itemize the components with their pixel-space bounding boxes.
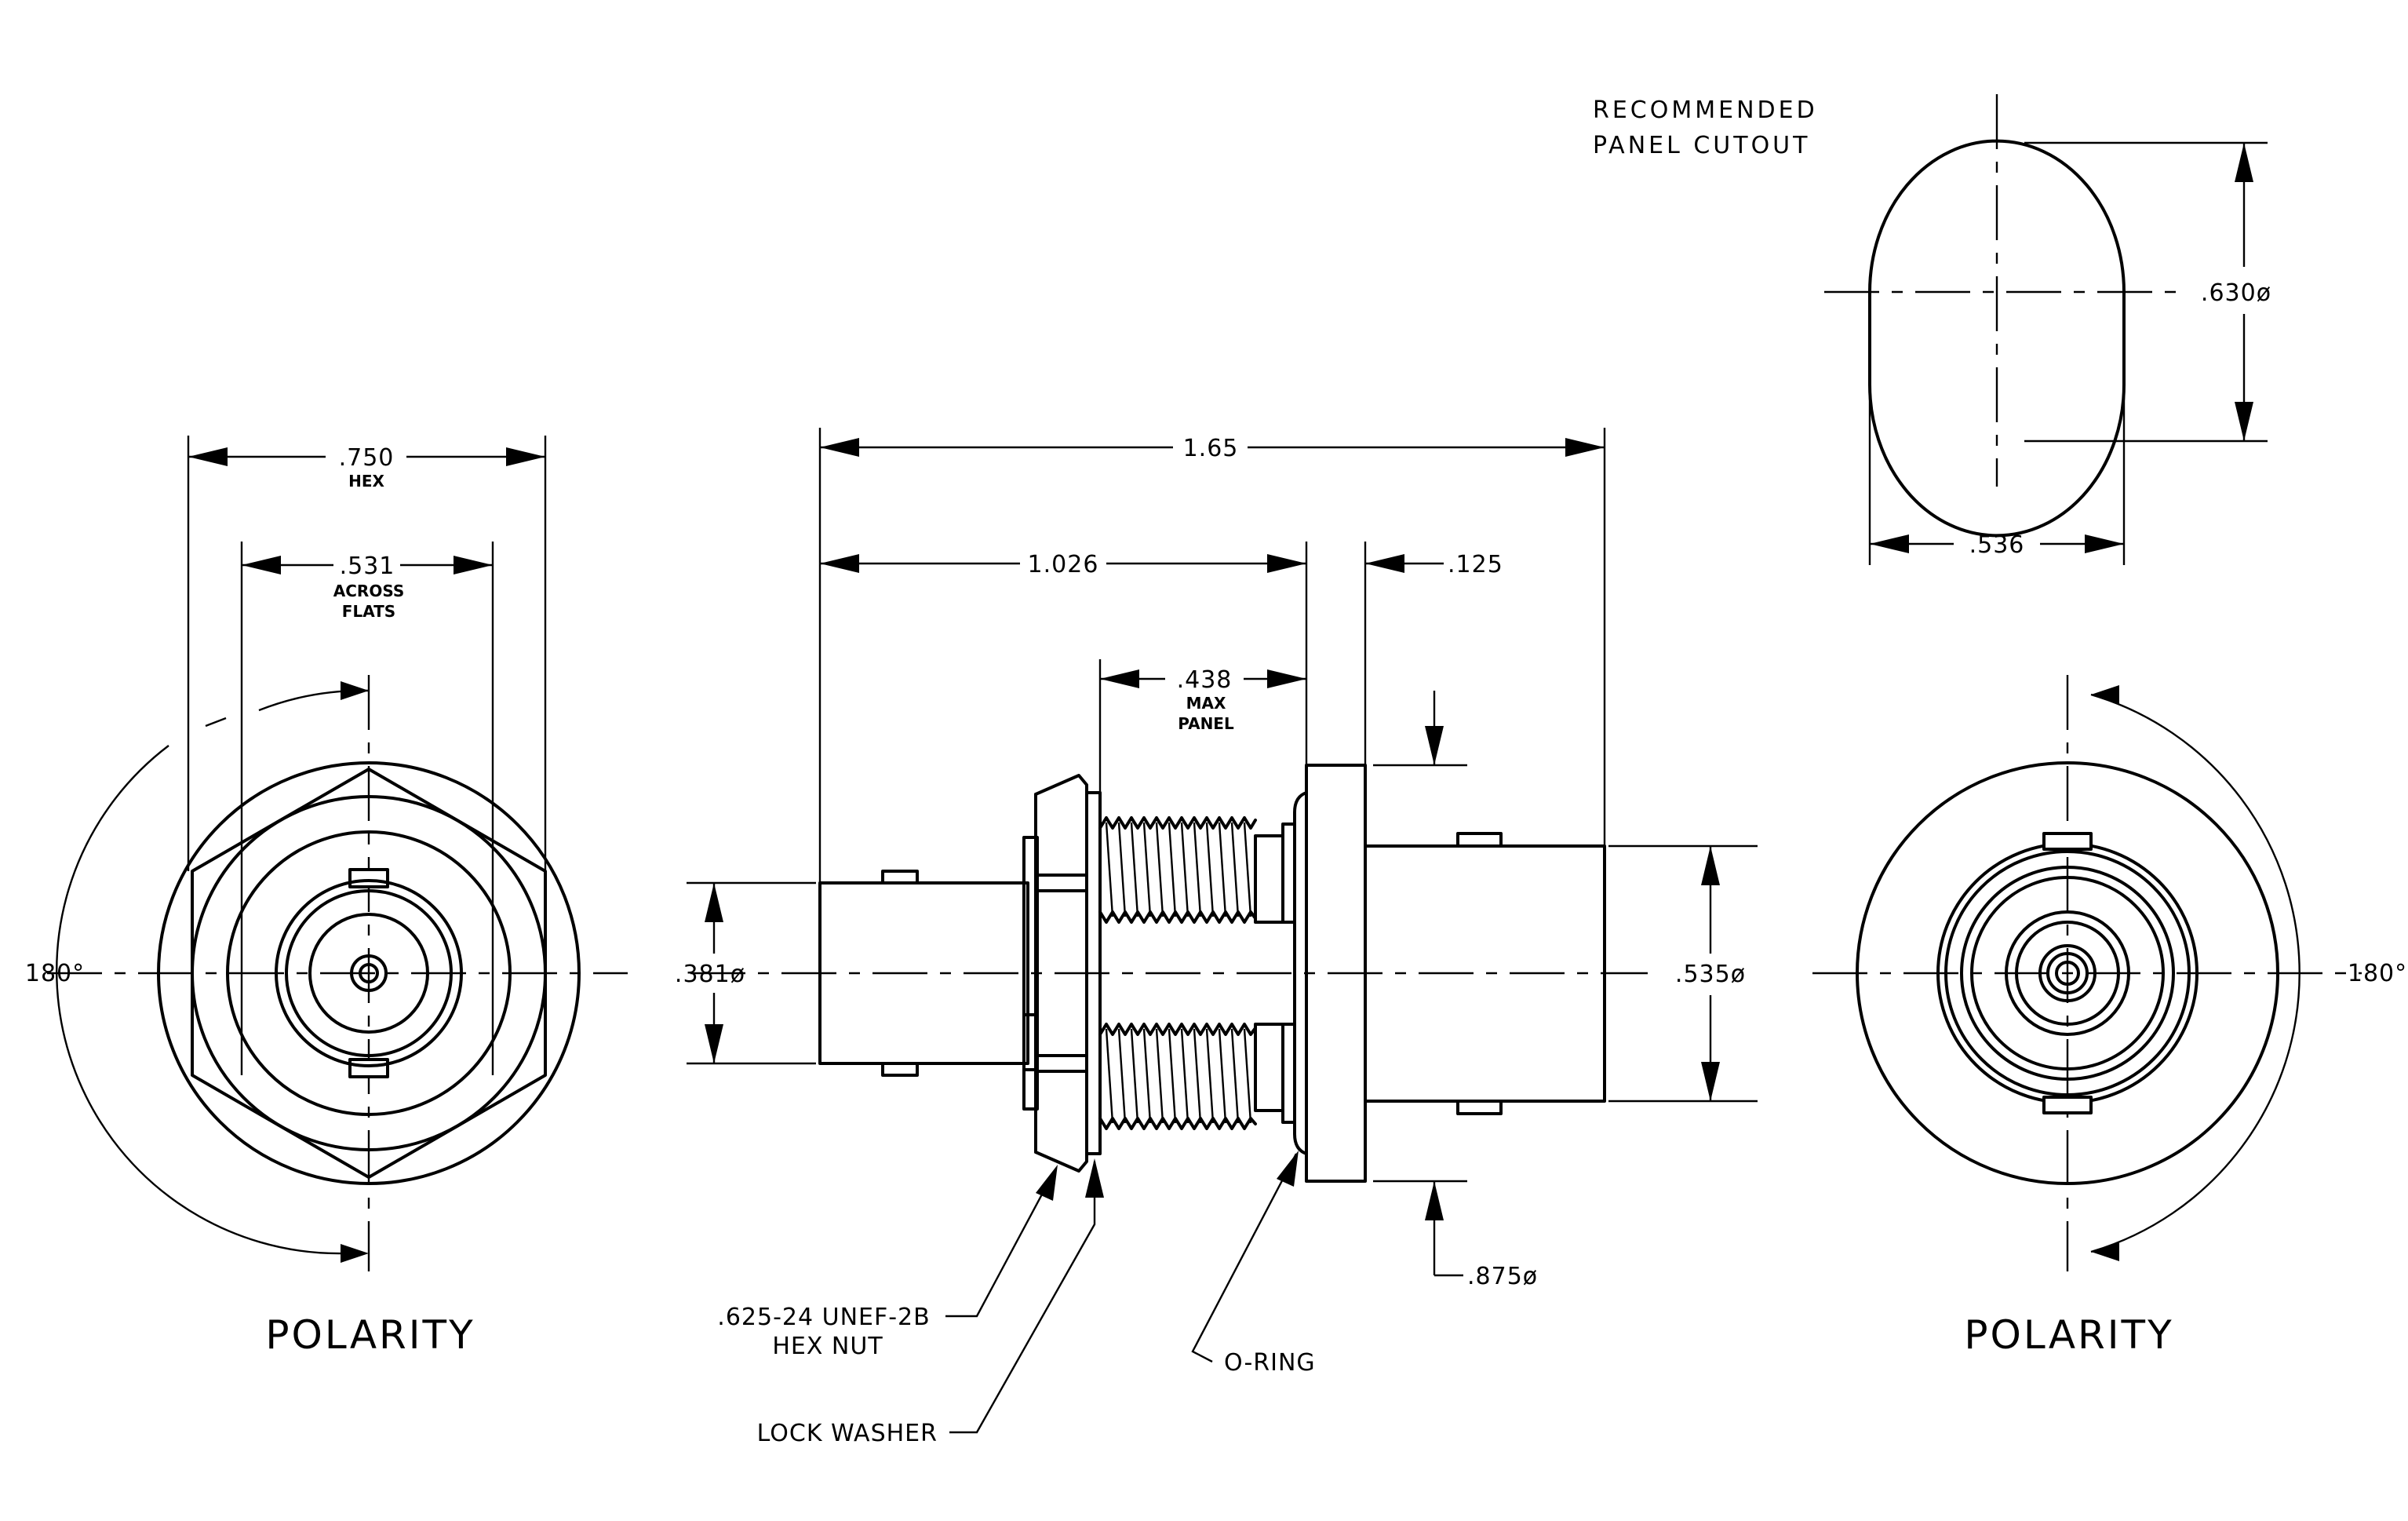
flats-note-line1: ACROSS: [333, 582, 404, 600]
panel-cutout-view: RECOMMENDED PANEL CUTOUT .630ø .536: [1593, 94, 2271, 565]
rear-diameter-dimension: .535ø: [1675, 961, 1746, 988]
lock-washer-callout: LOCK WASHER: [757, 1420, 938, 1447]
max-panel-dimension: .438: [1177, 666, 1233, 694]
hex-nut-callout-line2: HEX NUT: [772, 1333, 883, 1360]
cutout-title-line1: RECOMMENDED: [1593, 97, 1818, 124]
right-rear-view: 180° POLARITY: [1812, 675, 2407, 1358]
cutout-height-dimension: .630ø: [2201, 279, 2271, 307]
left-polarity-label: POLARITY: [265, 1312, 475, 1358]
cutout-width-dimension: .536: [1969, 531, 2025, 559]
overall-length-dimension: 1.65: [1183, 435, 1239, 462]
hex-nut-callout-line1: .625-24 UNEF-2B: [717, 1304, 930, 1331]
front-diameter-dimension: .381ø: [675, 961, 745, 988]
flange-thickness-dimension: .125: [1448, 551, 1503, 578]
o-ring-callout: O-RING: [1224, 1349, 1316, 1377]
flats-note-line2: FLATS: [342, 602, 395, 621]
cutout-title-line2: PANEL CUTOUT: [1593, 132, 1810, 159]
left-front-view: 180° .750 HEX .531 ACROSS FLATS POLARITY: [25, 436, 628, 1358]
front-length-dimension: 1.026: [1028, 551, 1099, 578]
hex-dimension-note: HEX: [348, 472, 384, 491]
max-panel-note-line1: MAX: [1186, 694, 1226, 713]
right-polarity-label: POLARITY: [1964, 1312, 2173, 1358]
flats-dimension: .531: [340, 553, 395, 580]
max-panel-note-line2: PANEL: [1178, 714, 1234, 733]
right-angle-label: 180°: [2348, 960, 2407, 987]
left-angle-label: 180°: [25, 960, 85, 987]
side-view: 1.65 1.026 .125 .438 MAX PANEL .381ø: [675, 428, 1758, 1447]
flange-diameter-dimension: .875ø: [1467, 1263, 1538, 1290]
hex-dimension: .750: [339, 444, 395, 472]
